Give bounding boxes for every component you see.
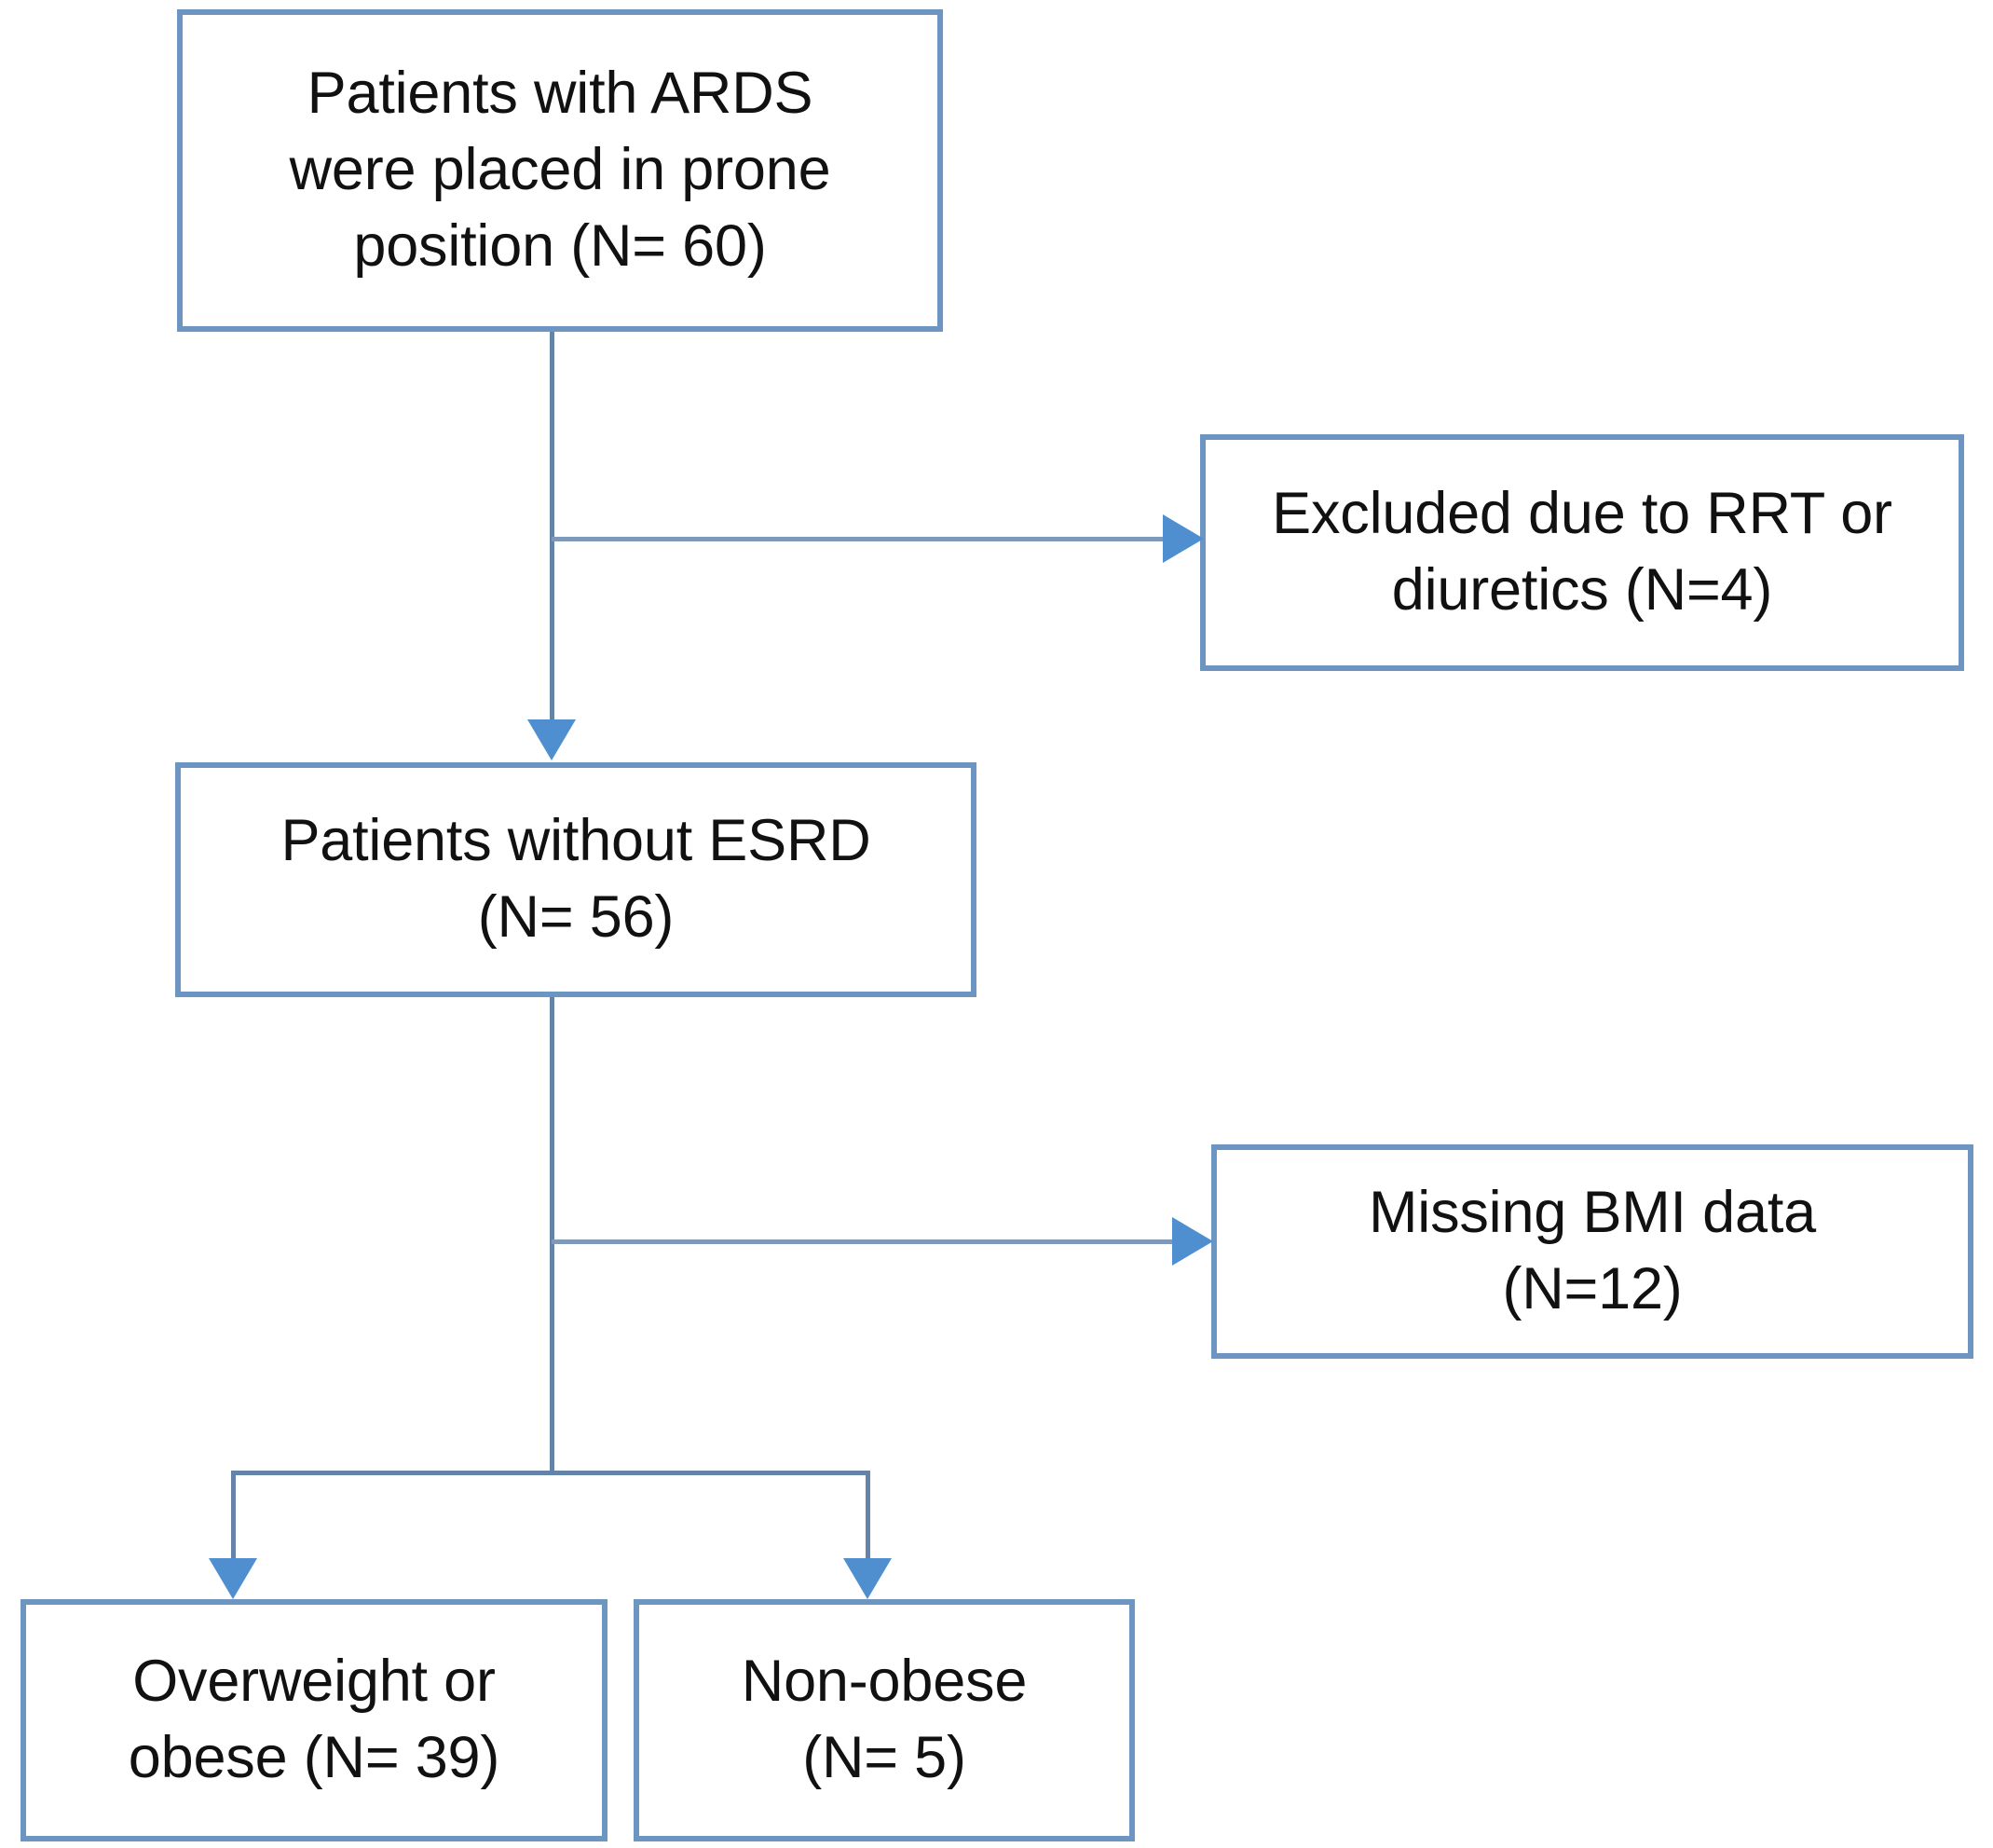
arrowhead-down-icon	[843, 1558, 892, 1599]
connector-no-esrd-to-missing-bmi	[552, 1239, 1178, 1244]
flow-node-missing-bmi-data: Missing BMI data (N=12)	[1211, 1144, 1973, 1359]
flow-node-patients-without-esrd: Patients without ESRD (N= 56)	[175, 762, 976, 997]
connector-source-to-no-esrd	[550, 332, 554, 723]
flow-node-label: Overweight or obese (N= 39)	[128, 1649, 500, 1790]
arrowhead-right-icon	[1172, 1217, 1213, 1266]
flow-node-label: Patients without ESRD (N= 56)	[280, 808, 871, 950]
flow-node-label: Non-obese (N= 5)	[741, 1649, 1028, 1790]
flow-node-label: Missing BMI data (N=12)	[1369, 1180, 1816, 1321]
flow-node-label: Patients with ARDS were placed in prone …	[289, 61, 831, 279]
flow-node-non-obese: Non-obese (N= 5)	[634, 1599, 1135, 1841]
flow-node-overweight-or-obese: Overweight or obese (N= 39)	[20, 1599, 607, 1841]
connector-to-overweight-or-obese	[231, 1471, 236, 1571]
flow-node-excluded-rrt-diuretics: Excluded due to RRT or diuretics (N=4)	[1200, 434, 1964, 671]
flow-node-patients-with-ards: Patients with ARDS were placed in prone …	[177, 9, 943, 332]
connector-no-esrd-trunk	[550, 997, 554, 1474]
connector-source-to-excluded	[552, 537, 1167, 541]
connector-to-non-obese	[866, 1471, 870, 1571]
flow-node-label: Excluded due to RRT or diuretics (N=4)	[1272, 481, 1892, 623]
arrowhead-right-icon	[1163, 514, 1204, 563]
connector-split-bar	[233, 1471, 870, 1475]
arrowhead-down-icon	[527, 719, 576, 760]
arrowhead-down-icon	[209, 1558, 257, 1599]
